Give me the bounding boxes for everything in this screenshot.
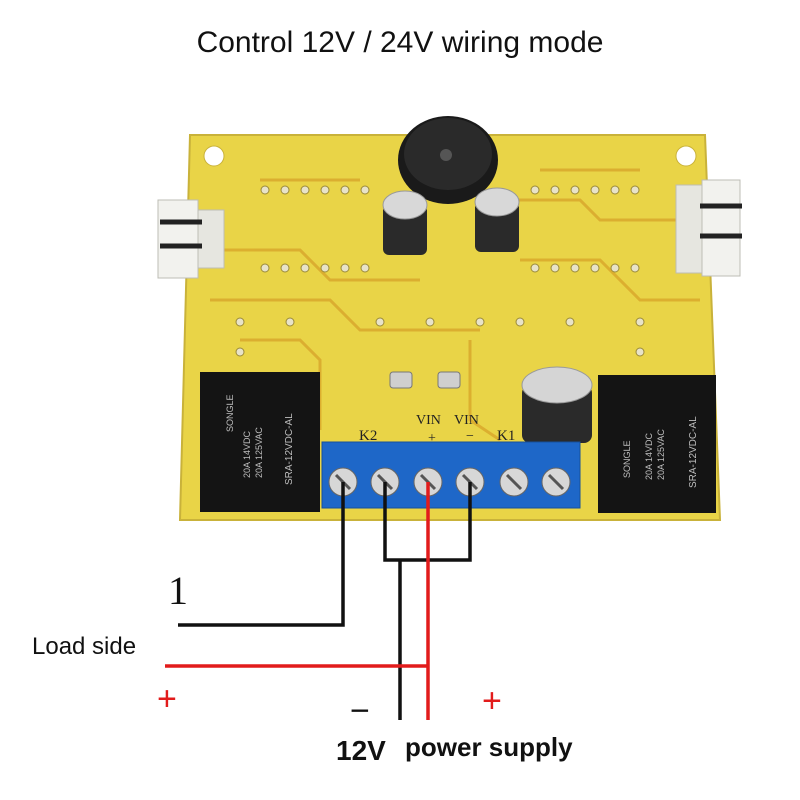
load-plus-sign: + (157, 680, 177, 718)
load-wire-black (178, 482, 345, 627)
label-minus: − (466, 429, 474, 444)
label-plus: + (428, 431, 436, 446)
supply-plus-sign: + (482, 682, 502, 720)
diagram-title: Control 12V / 24V wiring mode (196, 26, 604, 59)
right-connector (675, 179, 742, 277)
label-k1: K1 (497, 428, 515, 444)
svg-text:20A 125VAC: 20A 125VAC (254, 427, 264, 478)
label-vin-right: VIN (454, 413, 479, 428)
power-supply-label: power supply (405, 732, 573, 762)
svg-text:20A 14VDC: 20A 14VDC (242, 430, 252, 478)
wires (165, 482, 472, 720)
load-number: 1 (168, 568, 188, 613)
relay-left: SONGLE 20A 14VDC 20A 125VAC SRA-12VDC-AL (200, 372, 320, 512)
svg-text:SRA-12VDC-AL: SRA-12VDC-AL (688, 416, 699, 488)
load-side-label: Load side (32, 633, 136, 660)
svg-text:SRA-12VDC-AL: SRA-12VDC-AL (284, 413, 295, 485)
screw-5 (499, 467, 529, 497)
relay-right: SONGLE 20A 14VDC 20A 125VAC SRA-12VDC-AL (598, 375, 716, 513)
capacitor-left (382, 190, 428, 255)
supply-minus-sign: − (350, 692, 370, 730)
capacitor-bottom (521, 366, 593, 443)
svg-text:20A 14VDC: 20A 14VDC (644, 432, 654, 480)
label-vin-left: VIN (416, 413, 441, 428)
left-connector (157, 199, 225, 279)
svg-text:SONGLE: SONGLE (622, 440, 632, 478)
capacitor-right (474, 187, 520, 252)
buzzer (398, 116, 498, 204)
svg-text:SONGLE: SONGLE (225, 394, 235, 432)
terminal-labels: K2 VIN VIN + − K1 (359, 413, 515, 446)
screw-6 (541, 467, 571, 497)
svg-text:20A 125VAC: 20A 125VAC (656, 429, 666, 480)
label-k2: K2 (359, 428, 377, 444)
supply-voltage-label: 12V (336, 735, 386, 766)
terminal-block (321, 441, 581, 509)
